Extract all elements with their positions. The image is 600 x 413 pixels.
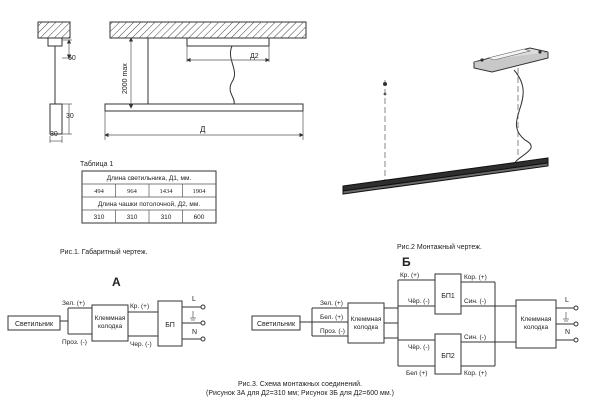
scheme-b-line-N: N (565, 329, 570, 336)
fig2-mounting-view (342, 47, 549, 195)
table-cell: 1434 (160, 188, 174, 195)
ceiling-hatch-front (109, 21, 307, 39)
scheme-b-psu2-out-blue: Син. (-) (464, 334, 486, 341)
scheme-b-terminal-label: колодка (354, 324, 379, 331)
table-header-lamp-length: Длина светильника, Д1, мм. (107, 175, 192, 182)
fig1-caption: Рис.1. Габаритный чертеж. (60, 248, 148, 256)
scheme-a-wire-clear: Проз. (-) (62, 339, 87, 346)
dim-d2: Д2 (250, 53, 259, 60)
scheme-b-psu2-label: БП2 (441, 353, 455, 360)
table-cell: 310 (127, 214, 138, 221)
lamp-profile-side (49, 103, 63, 135)
lamp-body (342, 157, 549, 192)
scheme-a-psu-label: БП (165, 322, 175, 329)
table-caption: Таблица 1 (80, 160, 113, 168)
scheme-a-psu (157, 300, 183, 347)
scheme-b-psu2 (434, 333, 462, 375)
scheme-b-psu1 (434, 273, 462, 315)
scheme-b-psu1-label: БП1 (441, 293, 455, 300)
scheme-a-lamp (7, 315, 61, 331)
ceiling-cup-front (186, 37, 270, 47)
scheme-b-lamp-label: Светильник (257, 321, 296, 328)
scheme-b-psu1-in-black: Чёр. (-) (408, 298, 430, 305)
scheme-a-line-L: L (192, 296, 196, 303)
scheme-a-title: А (112, 275, 121, 289)
dim-60: 60 (68, 55, 76, 62)
scheme-b: Б Светильник Зел. (+) Бел. (+) Проз. (-)… (251, 255, 579, 377)
table-cell: 1904 (193, 188, 207, 195)
table-cell: 494 (94, 188, 105, 195)
scheme-b-terminal-block-2 (515, 299, 557, 349)
fig1-front-view: 2000 max Д2 Д (104, 21, 307, 140)
scheme-a-out-red: Кр. (+) (130, 303, 149, 310)
scheme-b-line-L: L (565, 297, 569, 304)
lamp-body-front (104, 103, 304, 112)
scheme-b-wire-white: Бел. (+) (320, 314, 343, 321)
table-cell: 600 (194, 214, 205, 221)
scheme-b-psu1-in-red: Кр. (+) (400, 272, 419, 279)
scheme-b-psu2-out-brown: Кор. (+) (464, 370, 487, 377)
scheme-b-terminal-block (347, 302, 385, 344)
table-cell: 964 (127, 188, 138, 195)
scheme-b-psu1-out-blue: Син. (-) (464, 298, 486, 305)
scheme-b-wire-clear: Проз. (-) (320, 328, 345, 335)
ceiling-hatch-side (37, 21, 71, 39)
scheme-a-out-black: Чер. (-) (130, 341, 152, 348)
scheme-b-terminal2-label: Клеммная (521, 316, 552, 323)
scheme-a-wire-green: Зел. (+) (62, 300, 85, 307)
scheme-a-terminal-label: Клеммная (95, 315, 126, 322)
scheme-b-terminal2-label: колодка (524, 324, 549, 331)
fig1-side-view: 60 30 30 (37, 21, 76, 143)
scheme-a-lamp-label: Светильник (15, 321, 54, 328)
dim-30-bottom: 30 (50, 131, 58, 138)
scheme-b-wire-green: Зел. (+) (320, 300, 343, 307)
dim-d: Д (200, 125, 206, 134)
scheme-b-terminal-label: Клеммная (351, 316, 382, 323)
table-header-cup-length: Длина чашки потолочной, Д2, мм. (98, 200, 200, 208)
dim-2000-max: 2000 max (122, 63, 129, 94)
scheme-a: А Светильник Зел. (+) Проз. (-) Клеммная… (7, 275, 206, 348)
scheme-b-title: Б (402, 255, 411, 269)
scheme-b-lamp (251, 315, 301, 331)
fig3-caption-note: (Рисунок 3А для Д2=310 мм; Рисунок 3Б дл… (206, 390, 394, 397)
scheme-a-terminal-label: колодка (98, 323, 123, 330)
fig2-caption: Рис.2 Монтажный чертеж. (397, 243, 482, 251)
power-cable-front (229, 45, 236, 105)
dim-30-side: 30 (66, 113, 74, 120)
scheme-a-line-N: N (192, 329, 197, 336)
scheme-b-psu1-out-brown: Кор. (+) (464, 274, 487, 281)
power-cable (513, 69, 532, 167)
scheme-b-psu2-in-black: Чёр. (-) (408, 344, 430, 351)
scheme-b-psu2-in-white: Бел (+) (406, 370, 427, 377)
scheme-a-terminal-block (91, 304, 129, 342)
ceiling-cup-side (47, 37, 63, 47)
table-cell: 310 (94, 214, 105, 221)
fig3-caption: Рис.3. Схема монтажных соединений. (238, 380, 362, 388)
table-cell: 310 (161, 214, 172, 221)
table-1: Таблица 1 Длина светильника, Д1, мм. 494… (80, 160, 217, 224)
